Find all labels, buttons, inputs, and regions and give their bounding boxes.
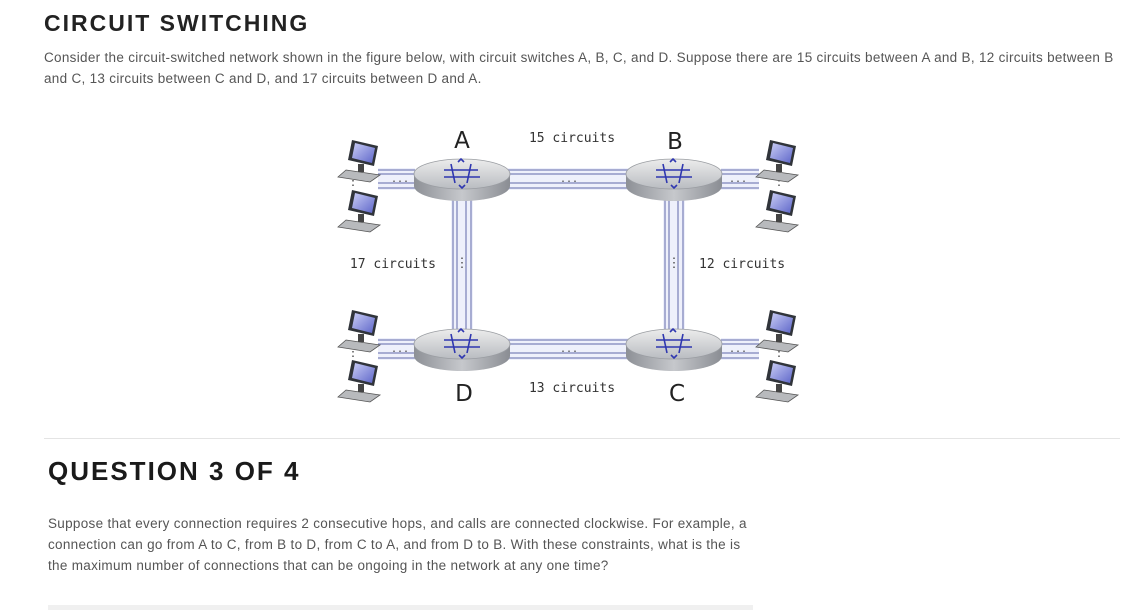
section-divider (44, 438, 1120, 439)
dots-host-b: ... (729, 174, 747, 185)
dots-da: ⋮ (456, 256, 469, 271)
switch-b-icon (625, 158, 723, 202)
host-computer-icon (337, 139, 381, 183)
question-text: Suppose that every connection requires 2… (48, 516, 747, 573)
host-links-a (378, 168, 415, 190)
link-da-cable (451, 196, 473, 334)
question-header: QUESTION 3 OF 4 (48, 456, 301, 486)
host-computer-icon (337, 189, 381, 233)
link-label-ab: 15 circuits (529, 131, 615, 146)
host-computer-icon (755, 359, 799, 403)
node-label-a: A (454, 128, 470, 154)
node-label-c: C (669, 381, 685, 407)
host-links-d (378, 338, 415, 360)
page-title: CIRCUIT SWITCHING (44, 10, 310, 36)
dots-bc: ⋮ (668, 256, 681, 271)
dots-host-d: ... (391, 344, 409, 355)
link-cd-cable (505, 338, 631, 360)
host-computer-icon (755, 189, 799, 233)
link-label-bc: 12 circuits (699, 257, 785, 272)
link-label-cd: 13 circuits (529, 381, 615, 396)
link-bc-cable (663, 196, 685, 334)
dots-cd: ... (560, 344, 578, 355)
dots-host-c: ... (729, 344, 747, 355)
link-label-da: 17 circuits (350, 257, 436, 272)
switch-d-icon (413, 328, 511, 372)
dots-ab: ... (560, 174, 578, 185)
switch-c-icon (625, 328, 723, 372)
switch-a-icon (413, 158, 511, 202)
link-ab-cable (505, 168, 631, 190)
node-label-b: B (667, 129, 683, 155)
host-computer-icon (337, 359, 381, 403)
circuit-network-diagram: ... ... ... ... ... ... ⋮ ⋮ ⋮ ⋮ ⋮ ⋮ A B … (337, 128, 799, 407)
host-computer-icon (337, 309, 381, 353)
host-computer-icon (755, 309, 799, 353)
host-computer-icon (755, 139, 799, 183)
answer-area-edge (48, 605, 753, 610)
node-label-d: D (455, 381, 473, 407)
dots-host-a: ... (391, 174, 409, 185)
host-links-b (721, 168, 759, 190)
host-links-c (721, 338, 759, 360)
intro-paragraph: Consider the circuit-switched network sh… (44, 50, 1114, 86)
